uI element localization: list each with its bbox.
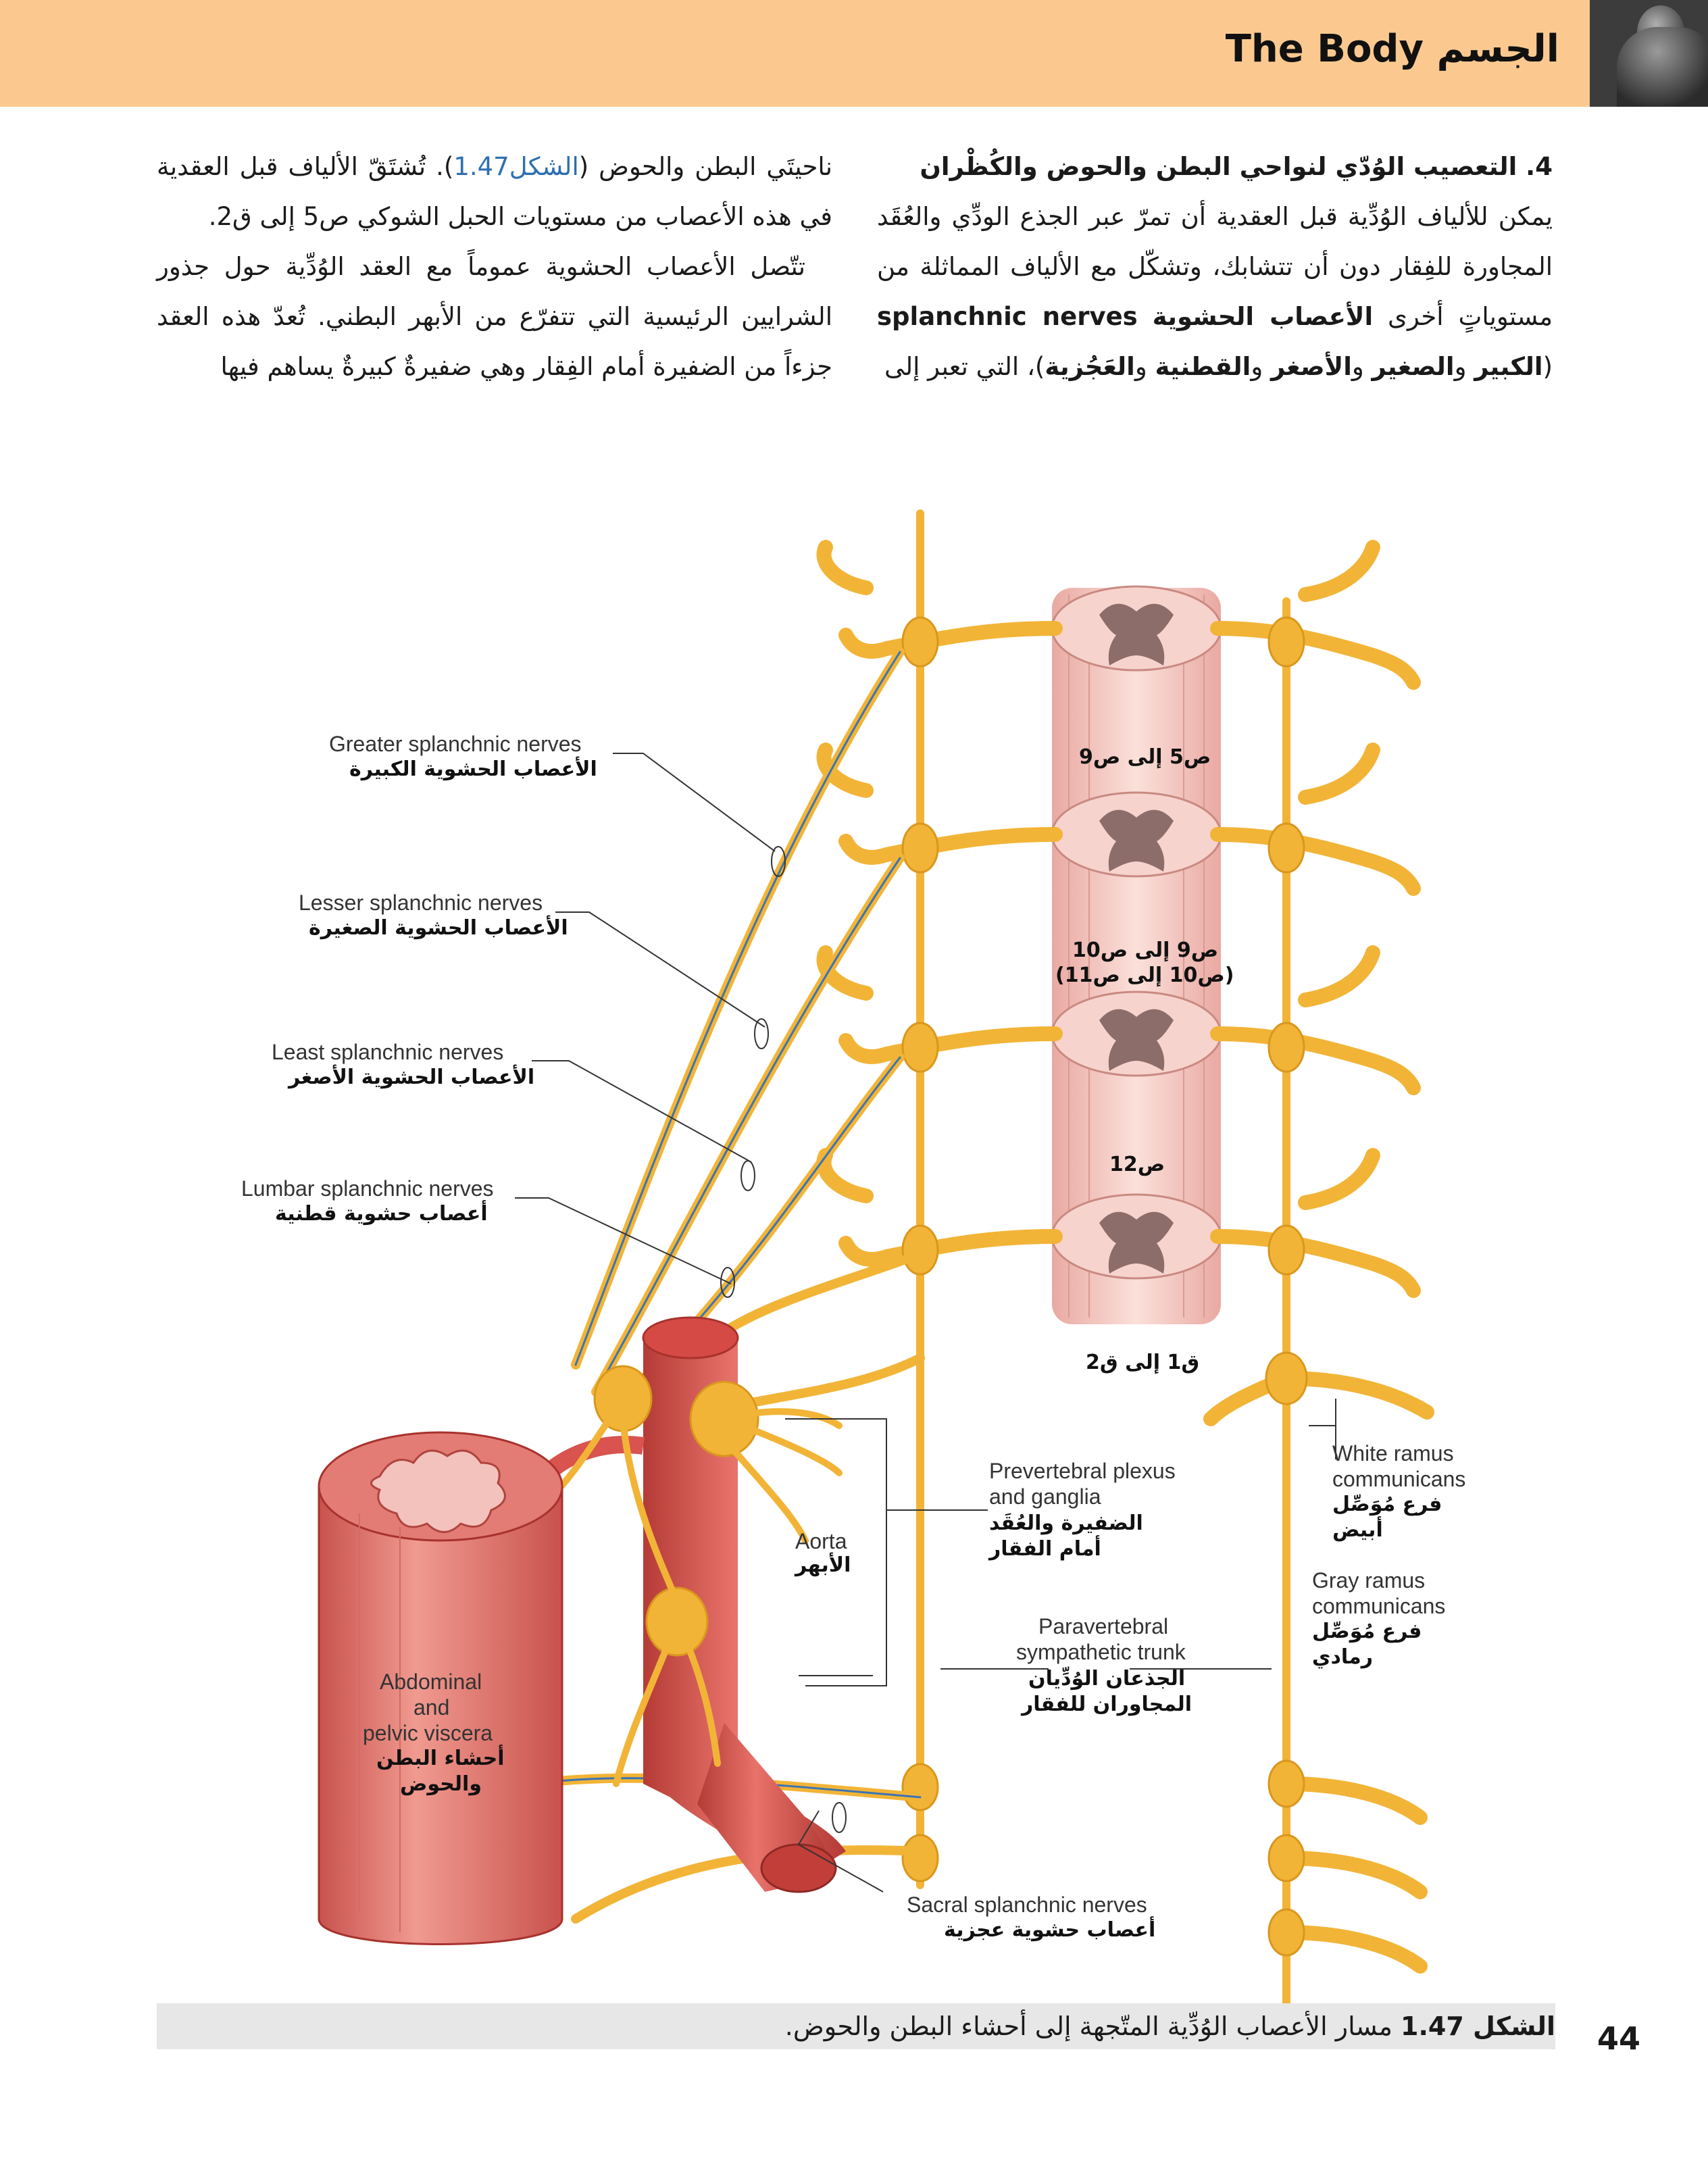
term-splanchnic-en: splanchnic nerves xyxy=(877,302,1138,331)
label-level-l1-l2: ق1 إلى ق2 xyxy=(1086,1351,1200,1374)
label-paravertebral-en-1: Paravertebral xyxy=(1038,1614,1169,1638)
human-torso-photo-icon xyxy=(1590,0,1708,107)
caption-bar xyxy=(157,2003,1555,2049)
aorta xyxy=(528,1316,846,1893)
text-column-left: ناحيتَي البطن والحوض (الشكل1.47). تُشتَق… xyxy=(157,142,832,392)
nerve-markers xyxy=(720,846,847,1833)
header-title: The Body الجسم xyxy=(1225,27,1559,71)
caption-label: الشكل 1.47 xyxy=(1401,2011,1555,2041)
label-paravertebral-en-2: sympathetic trunk xyxy=(1016,1640,1186,1664)
label-viscera-en-2: and xyxy=(413,1695,450,1720)
label-lumbar-splanchnic-ar: أعصاب حشوية قطنية xyxy=(275,1202,488,1226)
figure-sympathetic-pathways: Greater splanchnic nerves الأعصاب الحشوي… xyxy=(157,459,1555,2013)
label-gray-ramus-en-2: communicans xyxy=(1312,1594,1446,1618)
label-prevertebral-ar-1: الضفيرة والعُقَد xyxy=(989,1511,1143,1535)
leader-lines xyxy=(515,753,1336,1893)
text-column-right: 4. التعصيب الوُدّي لنواحي البطن والحوض و… xyxy=(877,142,1553,392)
label-viscera-ar-1: أحشاء البطن xyxy=(376,1747,505,1770)
label-paravertebral-ar-2: المجاوران للفقار xyxy=(1022,1693,1192,1716)
label-sacral-splanchnic-ar: أعصاب حشوية عجزية xyxy=(944,1918,1156,1942)
label-white-ramus-ar-2: أبيض xyxy=(1332,1518,1383,1542)
label-lesser-splanchnic-en: Lesser splanchnic nerves xyxy=(299,891,543,915)
label-greater-splanchnic-en: Greater splanchnic nerves xyxy=(329,732,582,756)
label-sacral-splanchnic-en: Sacral splanchnic nerves xyxy=(907,1893,1147,1917)
label-lumbar-splanchnic-en: Lumbar splanchnic nerves xyxy=(241,1176,494,1201)
label-viscera-ar-2: والحوض xyxy=(400,1772,482,1796)
label-greater-splanchnic-ar: الأعصاب الحشوية الكبيرة xyxy=(349,757,597,781)
header-bar xyxy=(0,0,1708,107)
paragraph-splanchnic: يمكن للألياف الوُدِّية قبل العقدية أن تم… xyxy=(877,202,1553,381)
term-splanchnic-ar: الأعصاب الحشوية xyxy=(1152,302,1374,331)
label-gray-ramus-ar-1: فرع مُوَصِّل xyxy=(1312,1620,1422,1643)
caption-text: مسار الأعصاب الوُدِّية المتّجهة إلى أحشا… xyxy=(784,2011,1401,2041)
label-least-splanchnic-en: Least splanchnic nerves xyxy=(272,1040,504,1064)
label-level-t9-t10: ص9 إلى ص10 xyxy=(1072,938,1219,962)
figure-reference-link[interactable]: الشكل1.47 xyxy=(453,152,579,181)
trunk-ganglia xyxy=(901,616,1308,1957)
label-level-t12: ص12 xyxy=(1109,1153,1165,1176)
label-paravertebral-ar-1: الجذعان الوُدِّيان xyxy=(1028,1667,1186,1690)
label-level-t10-t11: (ص10 إلى ص11) xyxy=(1055,963,1234,987)
label-level-t5-t9: ص5 إلى ص9 xyxy=(1079,745,1211,769)
label-prevertebral-en-1: Prevertebral plexus xyxy=(989,1459,1176,1483)
anatomy-illustration xyxy=(157,459,1555,2013)
paragraph-ganglia: تتّصل الأعصاب الحشوية عموماً مع العقد ال… xyxy=(157,252,832,381)
label-white-ramus-en-2: communicans xyxy=(1332,1467,1466,1491)
page-number: 44 xyxy=(1597,2020,1640,2057)
label-lesser-splanchnic-ar: الأعصاب الحشوية الصغيرة xyxy=(309,916,568,940)
label-gray-ramus-ar-2: رمادي xyxy=(1312,1645,1373,1669)
label-gray-ramus-en-1: Gray ramus xyxy=(1312,1568,1426,1593)
label-least-splanchnic-ar: الأعصاب الحشوية الأصغر xyxy=(288,1066,535,1089)
label-viscera-en-1: Abdominal xyxy=(380,1670,482,1694)
figure-caption: الشكل 1.47 مسار الأعصاب الوُدِّية المتّج… xyxy=(785,2011,1555,2041)
abdominal-pelvic-viscera xyxy=(318,1431,563,1945)
label-prevertebral-en-2: and ganglia xyxy=(989,1484,1101,1509)
label-white-ramus-ar-1: فرع مُوَصِّل xyxy=(1332,1493,1442,1516)
label-prevertebral-ar-2: أمام الفقار xyxy=(989,1537,1101,1561)
label-aorta-ar: الأبهر xyxy=(795,1553,851,1577)
label-white-ramus-en-1: White ramus xyxy=(1332,1441,1454,1466)
label-viscera-en-3: pelvic viscera xyxy=(363,1721,493,1745)
section-heading: 4. التعصيب الوُدّي لنواحي البطن والحوض و… xyxy=(920,152,1553,181)
paragraph-levels: ناحيتَي البطن والحوض (الشكل1.47). تُشتَق… xyxy=(157,152,832,231)
label-aorta-en: Aorta xyxy=(795,1529,847,1553)
spinal-nerves xyxy=(816,540,1434,1974)
